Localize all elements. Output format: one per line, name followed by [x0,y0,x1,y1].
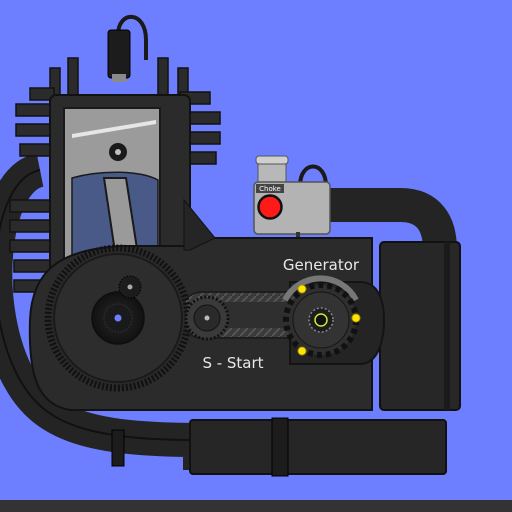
choke-button[interactable] [257,194,283,220]
choke-label-plate [256,184,284,193]
muffler-clamp [271,417,289,477]
generator-rotor-icon [282,275,359,358]
start-hint-label: S - Start [202,354,263,372]
floor [0,500,512,512]
combustion-chamber [72,120,156,138]
valve-spark-port-center [115,149,121,155]
generator-leds [297,284,361,356]
air-filter-seam [444,242,450,410]
muffler [189,419,447,475]
small-pulley-icon [184,295,230,341]
generator-led [297,284,307,294]
generator-led [297,346,307,356]
generator-label: Generator [283,256,360,274]
generator-led [351,313,361,323]
spark-plug-icon [107,14,148,82]
cylinder-skirt [183,198,216,251]
flywheel-gear-icon [44,244,192,392]
choke-label: Choke [259,185,281,193]
exhaust-clamp [111,429,125,467]
